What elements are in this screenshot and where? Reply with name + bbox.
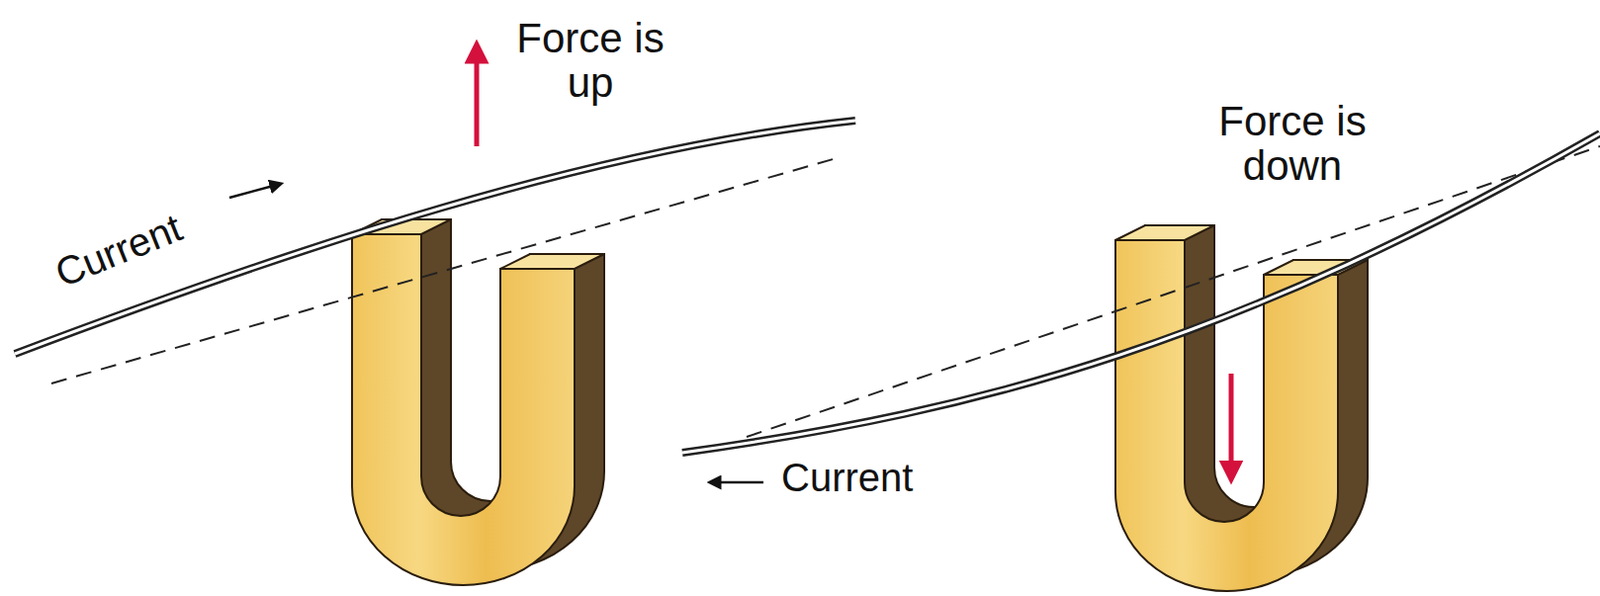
force-label: Force is down (1193, 98, 1392, 189)
wire-highlight (14, 120, 856, 355)
wire-highlight (682, 133, 1600, 453)
horseshoe-magnet (1115, 225, 1368, 592)
current-arrow (229, 184, 277, 198)
force-label: Force is up (496, 15, 685, 106)
dashed-line (746, 146, 1600, 438)
wire (682, 133, 1600, 453)
current-arrow (713, 481, 764, 485)
current-label: Current (781, 456, 913, 500)
force-arrow (1229, 373, 1235, 473)
force-arrow (474, 51, 480, 147)
horseshoe-magnet (352, 219, 605, 586)
dashed-line (51, 158, 837, 384)
wire (14, 120, 856, 355)
